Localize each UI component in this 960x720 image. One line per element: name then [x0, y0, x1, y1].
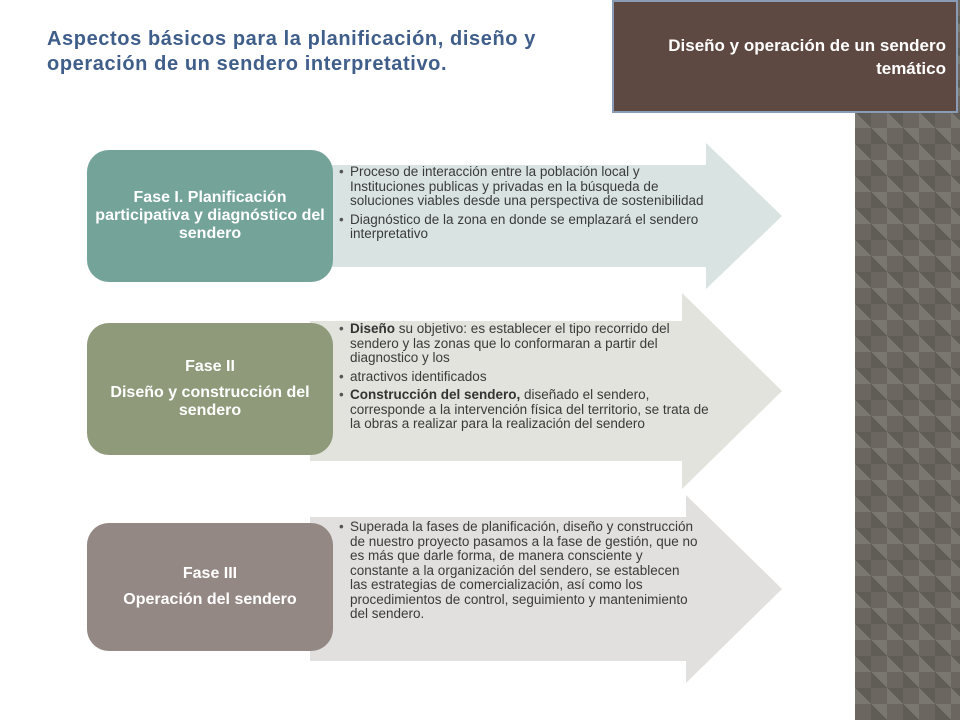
- phase-2-bullet: atractivos identificados: [339, 369, 710, 385]
- phase-3-title: Operación del sendero: [123, 591, 297, 608]
- phase-1-description: Proceso de interacción entre la població…: [338, 164, 710, 246]
- section-label-box: Diseño y operación de un sendero temátic…: [612, 0, 958, 113]
- phase-3-description: Superada la fases de planificación, dise…: [338, 519, 700, 626]
- phase-2-description: Diseño su objetivo: es establecer el tip…: [338, 321, 710, 436]
- page-title: Aspectos básicos para la planificación, …: [47, 28, 536, 75]
- phase-2-box: Fase II Diseño y construcción del sender…: [87, 323, 333, 455]
- phase-3-bullet: Superada la fases de planificación, dise…: [339, 519, 700, 622]
- section-label: Diseño y operación de un sendero temátic…: [668, 36, 946, 78]
- decorative-side-strip: [855, 0, 960, 720]
- phase-1-bullet: Diagnóstico de la zona en donde se empla…: [339, 212, 710, 242]
- phase-3-box: Fase III Operación del sendero: [87, 523, 333, 651]
- phase-1-box: Fase I. Planificación participativa y di…: [87, 150, 333, 282]
- phase-3-label: Fase III: [182, 565, 238, 582]
- phase-2-title: Diseño y construcción del sendero: [110, 384, 310, 419]
- phase-1-bullet: Proceso de interacción entre la població…: [339, 164, 710, 209]
- phase-1-title: Fase I. Planificación participativa y di…: [95, 189, 325, 242]
- phase-2-bullet: Construcción del sendero, diseñado el se…: [339, 387, 710, 432]
- phase-2-label: Fase II: [185, 358, 235, 375]
- phase-2-bullet: Diseño su objetivo: es establecer el tip…: [339, 321, 710, 366]
